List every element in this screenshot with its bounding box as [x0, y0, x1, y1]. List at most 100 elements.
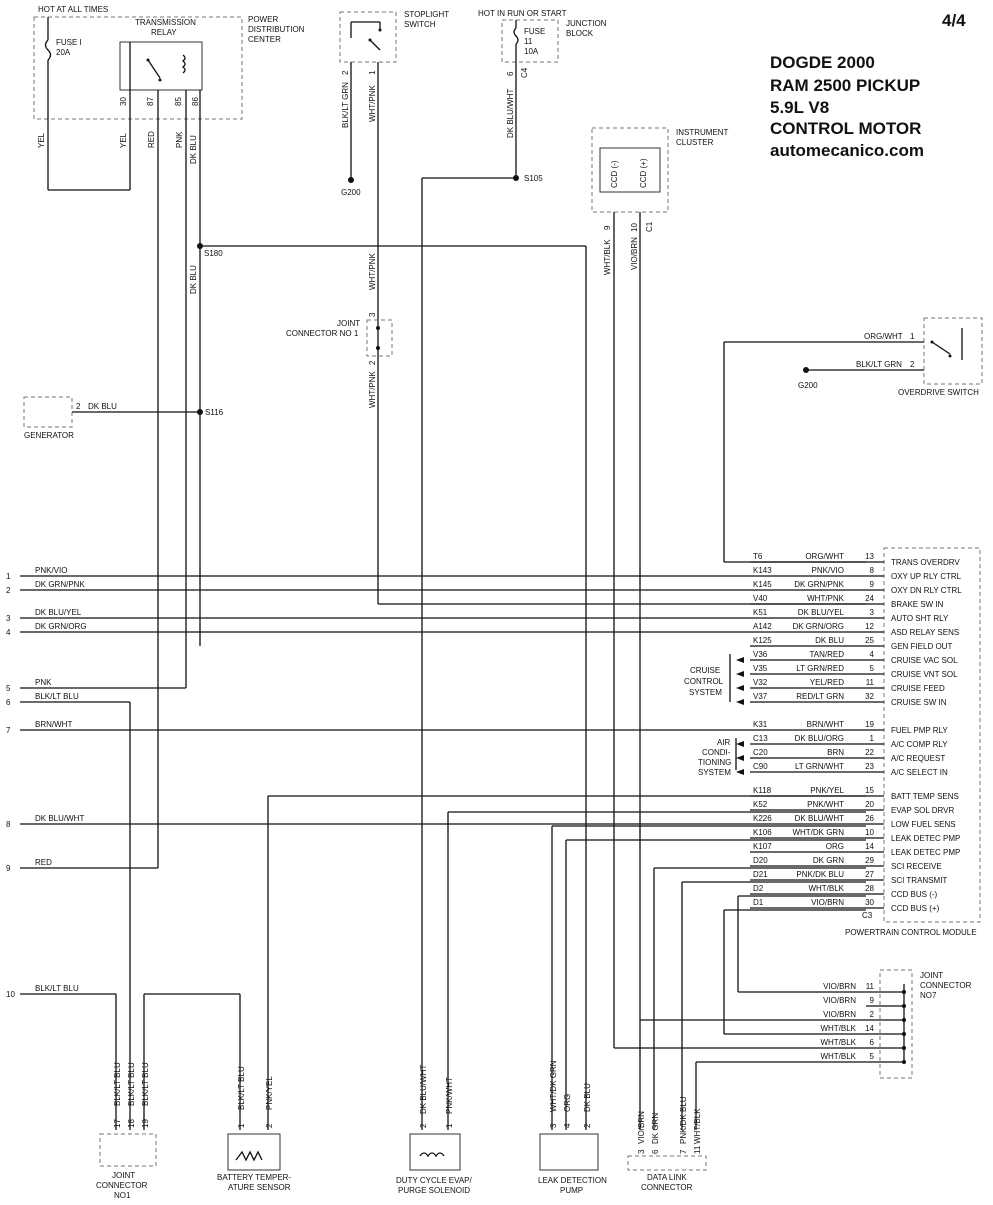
svg-text:HOT IN RUN OR START: HOT IN RUN OR START [478, 9, 567, 18]
title-line-1: DOGDE 2000 [770, 53, 875, 72]
pcm-pin-function: CRUISE FEED [891, 684, 945, 693]
pcm-circuit: T6 [753, 552, 763, 561]
joint-connector-no1 [366, 319, 393, 357]
pin-number: 7 [679, 1149, 688, 1154]
pin-wire-color: DK BLU/WHT [419, 1065, 428, 1114]
pcm-pin-number: 22 [865, 748, 874, 757]
pcm-wire-color: BRN [827, 748, 844, 757]
svg-text:10: 10 [630, 223, 639, 232]
pcm-circuit: K125 [753, 636, 772, 645]
left-wire-number: 10 [6, 990, 15, 999]
pcm-wire-color: VIO/BRN [811, 898, 844, 907]
pcm-pin-number: 14 [865, 842, 874, 851]
junction-block: HOT IN RUN OR START FUSE 11 10A JUNCTION… [478, 9, 607, 63]
pcm-circuit: K226 [753, 814, 772, 823]
pin-wire-color: VIO/BRN [637, 1111, 646, 1144]
pcm-circuit: V40 [753, 594, 768, 603]
pcm-circuit: C13 [753, 734, 768, 743]
pcm-pin-number: 10 [865, 828, 874, 837]
left-wire-number: 3 [6, 614, 11, 623]
pin-wire-color: ORG [563, 1094, 572, 1112]
svg-text:C4: C4 [520, 67, 529, 78]
pcm-pin-function: EVAP SOL DRVR [891, 806, 955, 815]
svg-text:AIR: AIR [717, 738, 731, 747]
left-wire: 2DK GRN/PNK [6, 580, 750, 595]
pin-wire-color: PNK/YEL [265, 1076, 274, 1110]
svg-text:SWITCH: SWITCH [404, 20, 436, 29]
pin-number: 2 [419, 1123, 428, 1128]
pcm-wire-color: ORG/WHT [805, 552, 844, 561]
data-link-connector [627, 1155, 707, 1171]
svg-text:11: 11 [524, 37, 533, 46]
pcm-pin-number: 24 [865, 594, 874, 603]
svg-text:JOINT: JOINT [112, 1171, 135, 1180]
title-line-3: 5.9L V8 [770, 98, 829, 117]
pcm-circuit: K145 [753, 580, 772, 589]
svg-text:OVERDRIVE SWITCH: OVERDRIVE SWITCH [898, 388, 979, 397]
svg-text:85: 85 [174, 97, 183, 106]
svg-text:CCD (+): CCD (+) [639, 158, 648, 188]
svg-text:1: 1 [910, 332, 915, 341]
pcm-pin-number: 4 [870, 650, 875, 659]
svg-text:CRUISE: CRUISE [690, 666, 720, 675]
pin-wire-color: DK GRN [651, 1113, 660, 1144]
svg-text:ATURE SENSOR: ATURE SENSOR [228, 1183, 291, 1192]
pcm-pin-number: 25 [865, 636, 874, 645]
pcm-wire-color: DK GRN/PNK [794, 580, 844, 589]
wire-vio-brn: VIO/BRN [630, 237, 639, 270]
pin-number: 3 [549, 1123, 558, 1128]
left-wire: 4DK GRN/ORG [6, 622, 750, 637]
pcm-pin-function: OXY UP RLY CTRL [891, 572, 962, 581]
pcm-wire-color: PNK/DK BLU [796, 870, 844, 879]
pcm-pin-function: LEAK DETEC PMP [891, 848, 960, 857]
pcm-pin-number: 20 [865, 800, 874, 809]
pcm-pin-function: CRUISE VAC SOL [891, 656, 958, 665]
left-wire-number: 1 [6, 572, 11, 581]
pcm-circuit: V32 [753, 678, 768, 687]
powertrain-control-module [883, 547, 981, 923]
svg-text:ORG/WHT: ORG/WHT [864, 332, 903, 341]
svg-text:DUTY CYCLE EVAP/: DUTY CYCLE EVAP/ [396, 1176, 473, 1185]
left-wire-color: RED [35, 858, 52, 867]
signal-arrow [736, 741, 744, 747]
pin-number: 4 [563, 1123, 572, 1128]
wire-wht-blk: WHT/BLK [603, 239, 612, 275]
pcm-pin-function: SCI TRANSMIT [891, 876, 947, 885]
svg-text:PURGE SOLENOID: PURGE SOLENOID [398, 1186, 470, 1195]
pin-number: 2 [265, 1123, 274, 1128]
leak-detection-pump [539, 1133, 599, 1171]
pcm-pin-function: BRAKE SW IN [891, 600, 944, 609]
signal-arrow [736, 671, 744, 677]
instrument-cluster: CCD (-) CCD (+) INSTRUMENT CLUSTER [591, 127, 729, 213]
pcm-circuit: V35 [753, 664, 768, 673]
svg-text:G200: G200 [798, 381, 818, 390]
pcm-pin-number: 29 [865, 856, 874, 865]
svg-text:CONNECTOR NO 1: CONNECTOR NO 1 [286, 329, 359, 338]
left-wire: 3DK BLU/YEL [6, 608, 750, 623]
pcm-wire-color: PNK/YEL [810, 786, 844, 795]
svg-text:S105: S105 [524, 174, 543, 183]
svg-text:6: 6 [506, 71, 515, 76]
svg-text:10A: 10A [524, 47, 539, 56]
joint-connector-no1-bottom [99, 1133, 157, 1167]
pcm-pin-number: 15 [865, 786, 874, 795]
pcm-circuit: D21 [753, 870, 768, 879]
pcm-pin-function: TRANS OVERDRV [891, 558, 960, 567]
pin-wire-color: DK BLU [583, 1083, 592, 1112]
left-wire-color: PNK [35, 678, 52, 687]
pcm-pin-function: CRUISE VNT SOL [891, 670, 958, 679]
pcm-circuit: K31 [753, 720, 768, 729]
left-wire-number: 8 [6, 820, 11, 829]
pin-number: 6 [651, 1149, 660, 1154]
jc7-pin-number: 14 [865, 1024, 874, 1033]
pcm-pin-function: CCD BUS (+) [891, 904, 940, 913]
jc7-wire-color: WHT/BLK [820, 1038, 856, 1047]
